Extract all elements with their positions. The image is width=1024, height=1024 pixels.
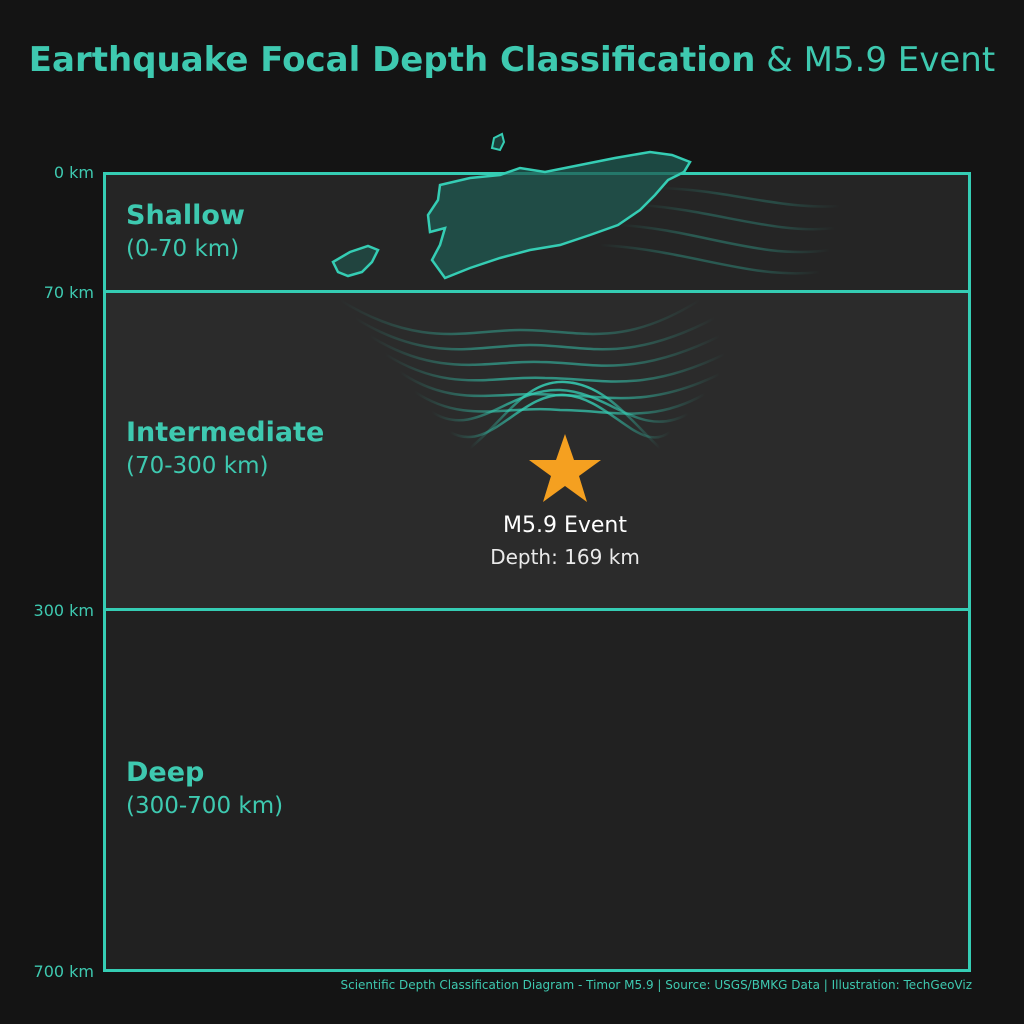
depth-tick-700: 700 km xyxy=(33,962,94,981)
depth-tick-70: 70 km xyxy=(43,283,94,302)
zone-intermediate-panel xyxy=(103,290,971,611)
zone-deep-panel xyxy=(103,608,971,972)
zone-intermediate-name: Intermediate xyxy=(126,417,325,448)
event-name-label: M5.9 Event xyxy=(503,513,627,538)
zone-deep-name: Deep xyxy=(126,757,205,788)
seismic-waves xyxy=(339,186,841,449)
depth-tick-300: 300 km xyxy=(33,601,94,620)
star-icon xyxy=(529,434,601,502)
footer-credit: Scientific Depth Classification Diagram … xyxy=(340,978,973,992)
diagram-title: Earthquake Focal Depth Classification & … xyxy=(0,40,1024,80)
island-small-west xyxy=(331,244,380,278)
zone-shallow-name: Shallow xyxy=(126,200,245,231)
title-main: Earthquake Focal Depth Classification xyxy=(28,40,756,80)
island-main xyxy=(426,150,692,280)
zone-shallow-range: (0-70 km) xyxy=(126,236,240,262)
zone-deep-range: (300-700 km) xyxy=(126,793,284,819)
title-suffix: & M5.9 Event xyxy=(766,40,996,80)
zone-intermediate-range: (70-300 km) xyxy=(126,453,269,479)
event-depth-label: Depth: 169 km xyxy=(490,545,640,569)
island-small-north xyxy=(490,132,506,152)
depth-tick-0: 0 km xyxy=(53,163,94,182)
